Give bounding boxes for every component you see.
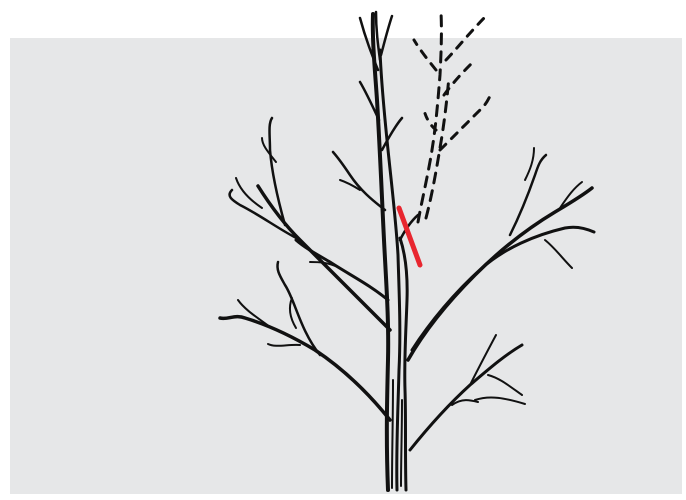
background-panel: [10, 38, 682, 494]
